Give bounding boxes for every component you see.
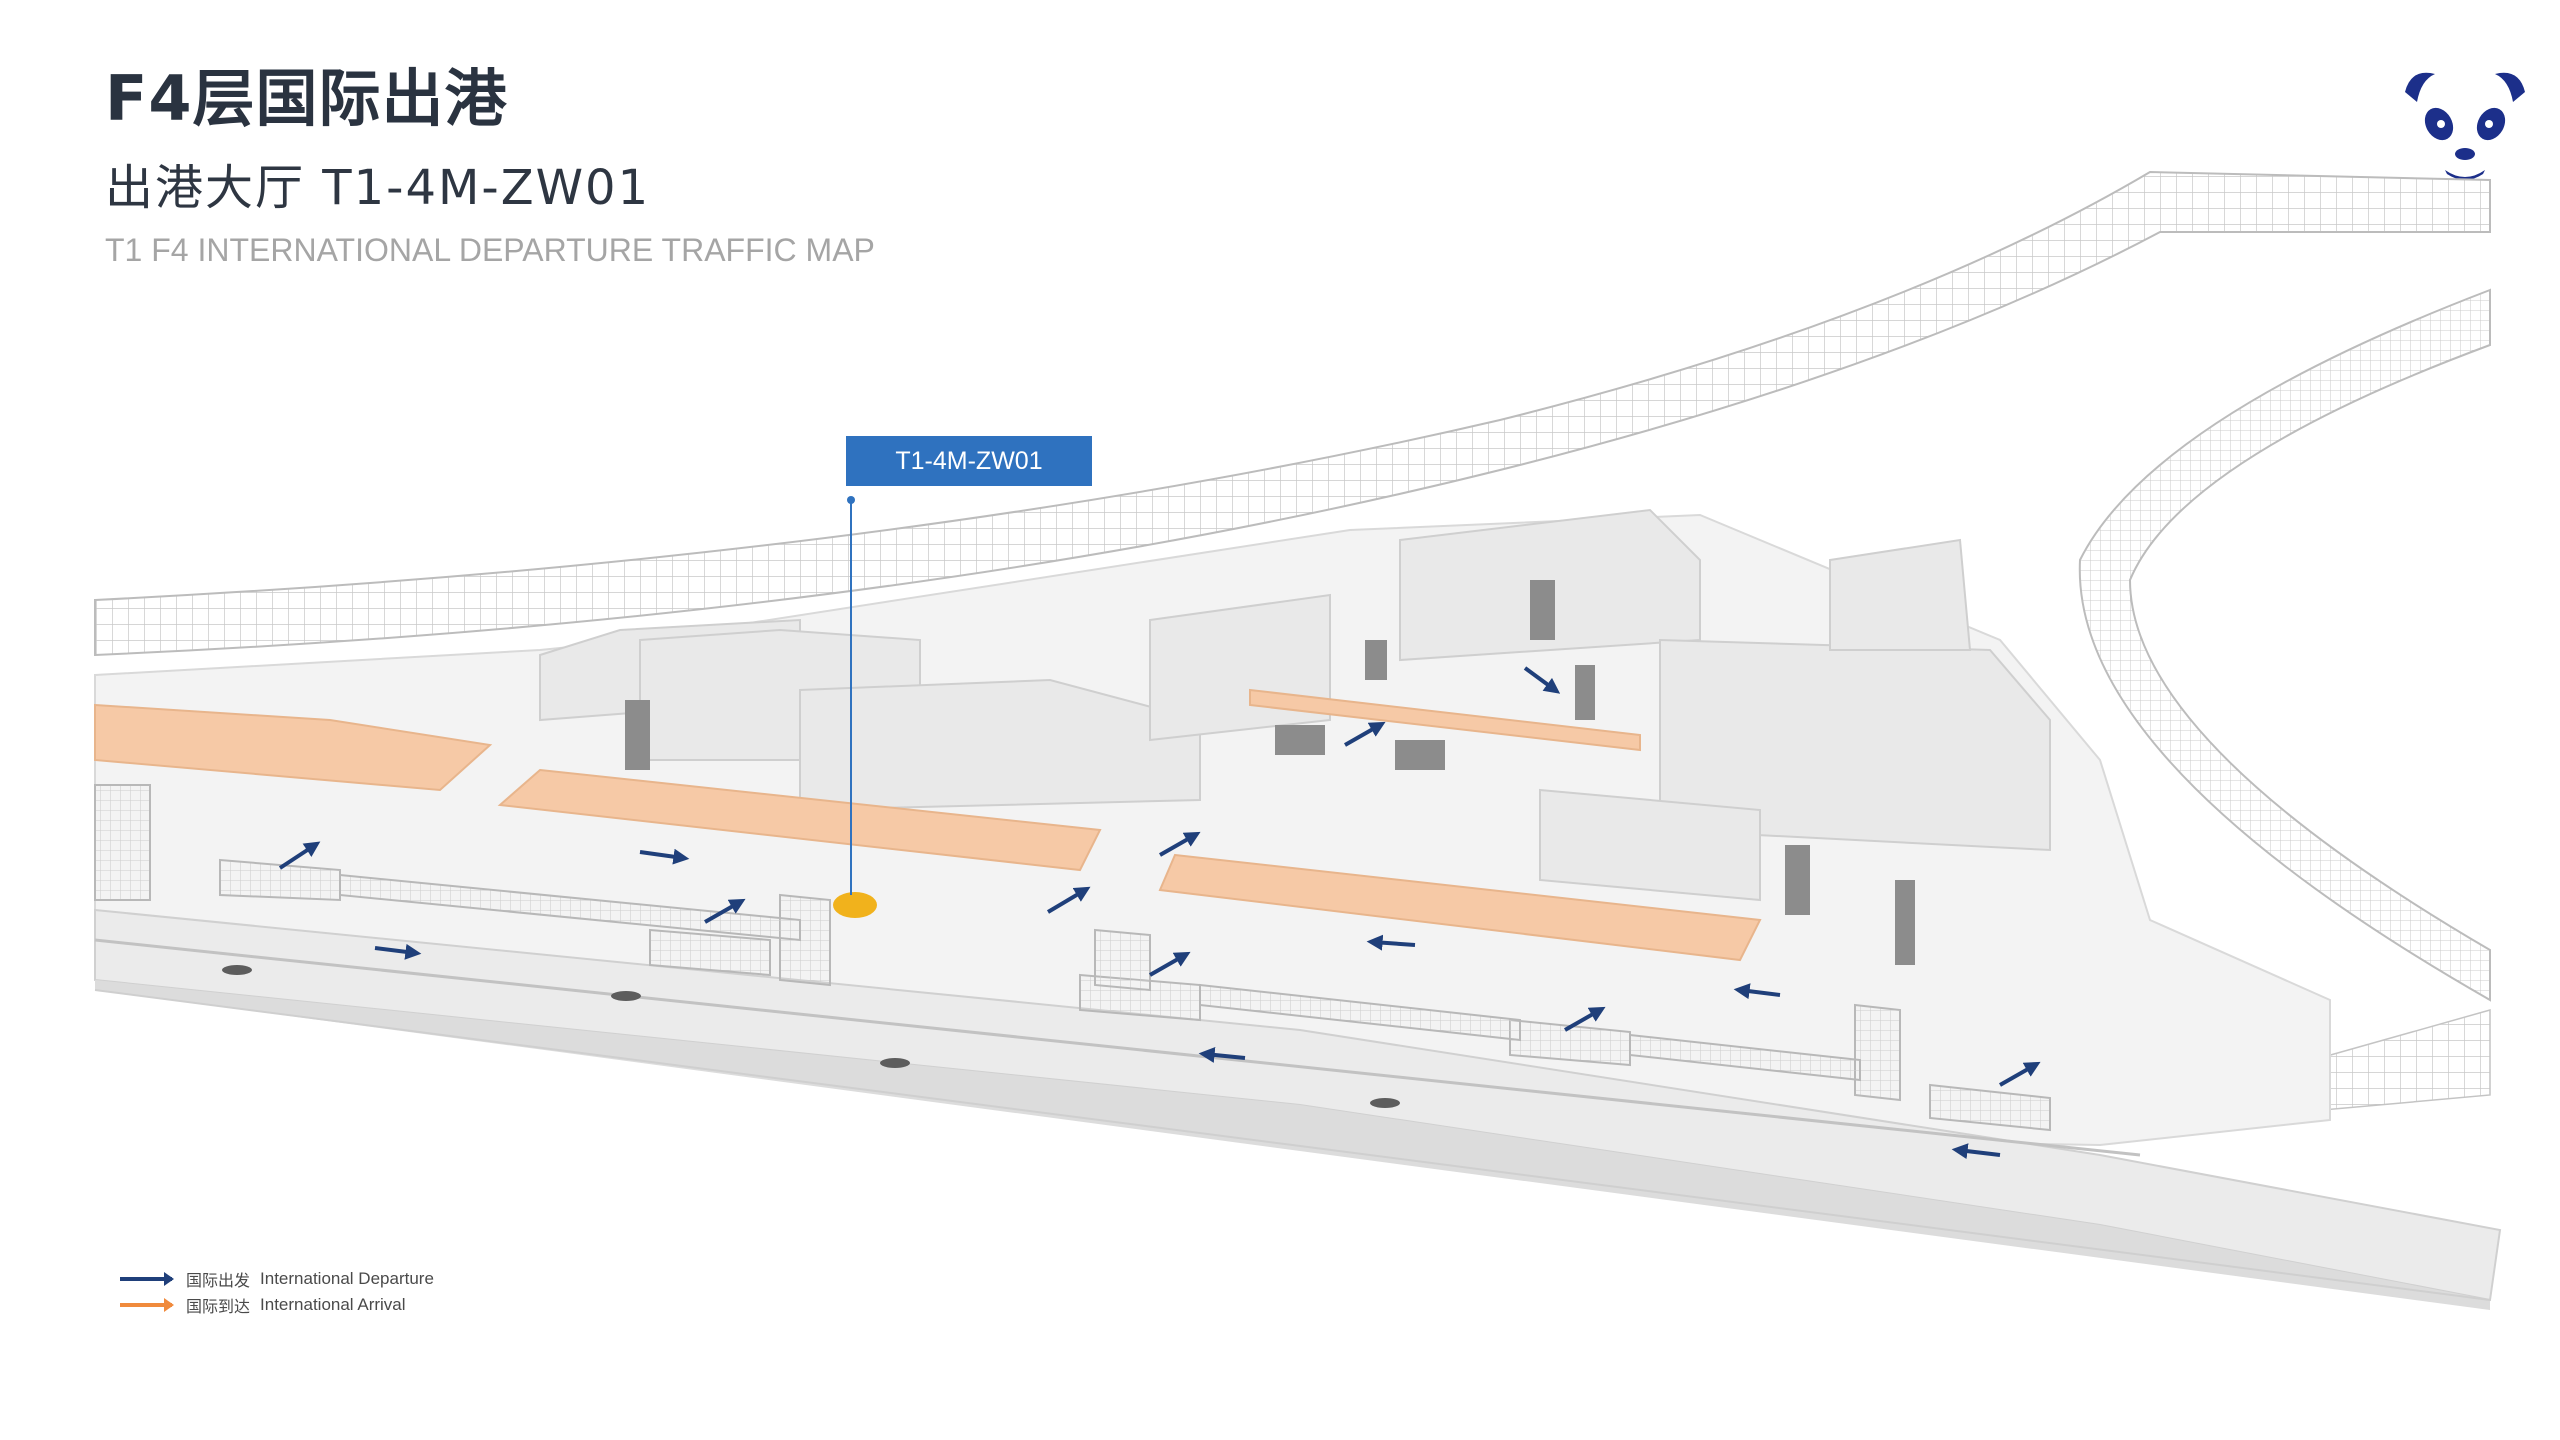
departure-arrows xyxy=(278,666,2041,1160)
arrival-arrow-icon xyxy=(120,1298,174,1312)
legend-departure: 国际出发 International Departure xyxy=(120,1266,434,1292)
english-title: T1 F4 INTERNATIONAL DEPARTURE TRAFFIC MA… xyxy=(105,232,875,268)
departure-arrow-icon xyxy=(120,1272,174,1286)
road-vehicles xyxy=(222,965,1400,1108)
legend-departure-cn: 国际出发 xyxy=(186,1271,251,1290)
counter-island-b xyxy=(497,768,1102,872)
equipment-panels xyxy=(625,580,1915,965)
legend-arrival: 国际到达 International Arrival xyxy=(120,1292,434,1318)
page-title: F4层国际出港 xyxy=(105,62,508,135)
checkin-counters xyxy=(94,688,1762,962)
current-location-marker xyxy=(833,892,877,918)
location-callout: T1-4M-ZW01 xyxy=(846,436,1092,486)
legend-departure-en: International Departure xyxy=(260,1269,434,1288)
counter-island-a xyxy=(94,703,493,792)
map-legend: 国际出发 International Departure 国际到达 Intern… xyxy=(120,1266,434,1318)
callout-pointer-dot xyxy=(847,496,855,504)
legend-arrival-en: International Arrival xyxy=(260,1295,406,1314)
counter-strip-upper xyxy=(1249,688,1641,752)
page-subtitle: 出港大厅 T1-4M-ZW01 xyxy=(105,160,651,216)
legend-arrival-cn: 国际到达 xyxy=(186,1297,251,1316)
panda-icon xyxy=(2405,72,2525,180)
boarding-bridges xyxy=(94,784,2051,1132)
counter-island-c xyxy=(1158,853,1762,962)
